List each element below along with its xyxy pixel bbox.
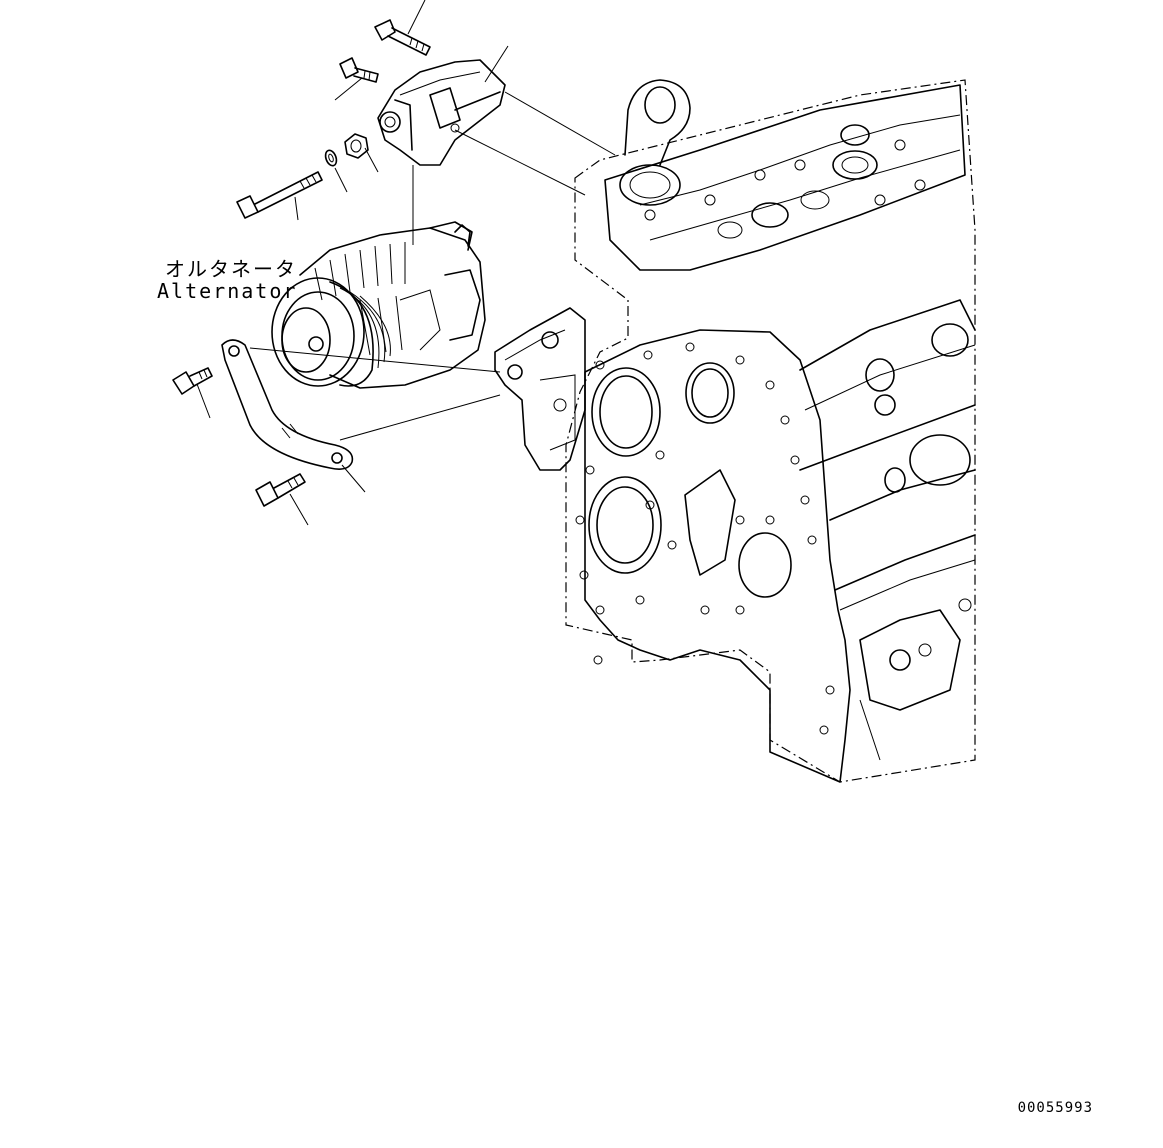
figure-number: 00055993: [1017, 1100, 1093, 1116]
alternator: [271, 221, 486, 389]
leader-lines: [196, 0, 616, 526]
adjusting-plate: [221, 339, 354, 470]
alternator-bracket: [494, 307, 586, 471]
alternator-label-en: Alternator: [157, 279, 298, 303]
fasteners: [172, 19, 431, 507]
tensioner-assembly: [377, 59, 506, 166]
alternator-label-jp: オルタネータ: [165, 257, 297, 281]
engine-block: [565, 79, 976, 783]
